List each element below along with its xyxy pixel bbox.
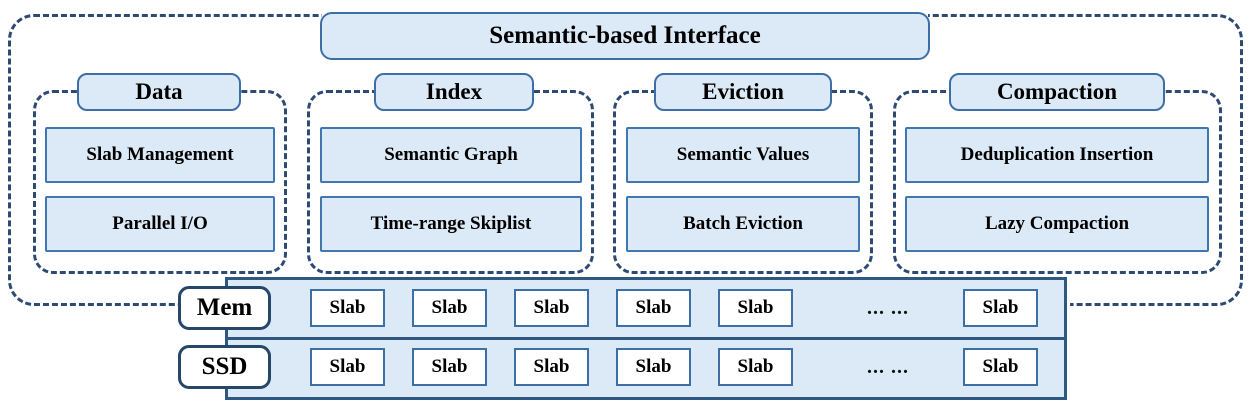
storage-tier-label-ssd[interactable]: SSD <box>178 345 271 389</box>
slab-mem-6[interactable]: Slab <box>963 289 1038 327</box>
slab-label: Slab <box>431 297 468 318</box>
slab-ssd-5[interactable]: Slab <box>718 348 793 386</box>
storage-band-divider <box>225 337 1067 340</box>
slab-mem-3[interactable]: Slab <box>514 289 589 327</box>
feature-lazy-compaction[interactable]: Lazy Compaction <box>905 196 1209 252</box>
module-title-data[interactable]: Data <box>77 73 241 111</box>
feature-label: Deduplication Insertion <box>960 144 1154 165</box>
slab-mem-1[interactable]: Slab <box>310 289 385 327</box>
slab-label: Slab <box>329 297 366 318</box>
slab-mem-4[interactable]: Slab <box>616 289 691 327</box>
feature-deduplication-insertion[interactable]: Deduplication Insertion <box>905 127 1209 183</box>
feature-batch-eviction[interactable]: Batch Eviction <box>626 196 860 252</box>
slab-mem-5[interactable]: Slab <box>718 289 793 327</box>
slab-label: Slab <box>737 356 774 377</box>
feature-label: Lazy Compaction <box>984 213 1130 234</box>
feature-slab-management[interactable]: Slab Management <box>45 127 275 183</box>
module-title-label-index: Index <box>425 79 483 104</box>
slab-mem-2[interactable]: Slab <box>412 289 487 327</box>
feature-parallel-io[interactable]: Parallel I/O <box>45 196 275 252</box>
slab-ssd-2[interactable]: Slab <box>412 348 487 386</box>
slab-label: Slab <box>737 297 774 318</box>
ellipsis-label: ... ... <box>867 355 909 378</box>
slab-label: Slab <box>533 356 570 377</box>
ellipsis-label: ... ... <box>867 296 909 319</box>
feature-semantic-graph[interactable]: Semantic Graph <box>320 127 582 183</box>
slab-label: Slab <box>982 356 1019 377</box>
slab-ssd-1[interactable]: Slab <box>310 348 385 386</box>
feature-label: Time-range Skiplist <box>370 213 532 234</box>
slab-ellipsis-ssd: ... ... <box>840 348 936 386</box>
module-title-label-compaction: Compaction <box>996 79 1118 104</box>
slab-label: Slab <box>431 356 468 377</box>
slab-label: Slab <box>982 297 1019 318</box>
slab-label: Slab <box>635 297 672 318</box>
slab-ssd-4[interactable]: Slab <box>616 348 691 386</box>
interface-title-pill[interactable]: Semantic-based Interface <box>320 12 930 60</box>
module-title-eviction[interactable]: Eviction <box>654 73 832 111</box>
feature-label: Semantic Values <box>676 144 810 165</box>
module-title-index[interactable]: Index <box>374 73 534 111</box>
slab-ellipsis-mem: ... ... <box>840 289 936 327</box>
slab-label: Slab <box>329 356 366 377</box>
slab-ssd-6[interactable]: Slab <box>963 348 1038 386</box>
storage-tier-label: Mem <box>196 294 253 321</box>
module-title-label-eviction: Eviction <box>702 79 784 104</box>
feature-semantic-values[interactable]: Semantic Values <box>626 127 860 183</box>
interface-title-label: Semantic-based Interface <box>489 22 761 49</box>
storage-tier-label: SSD <box>201 353 248 380</box>
module-title-label-data: Data <box>135 79 183 104</box>
feature-label: Parallel I/O <box>112 213 208 234</box>
storage-tier-label-mem[interactable]: Mem <box>178 286 271 330</box>
module-title-compaction[interactable]: Compaction <box>949 73 1165 111</box>
slab-ssd-3[interactable]: Slab <box>514 348 589 386</box>
feature-label: Semantic Graph <box>384 144 518 165</box>
slab-label: Slab <box>635 356 672 377</box>
feature-time-range-skiplist[interactable]: Time-range Skiplist <box>320 196 582 252</box>
feature-label: Slab Management <box>86 144 234 165</box>
slab-label: Slab <box>533 297 570 318</box>
feature-label: Batch Eviction <box>683 213 803 234</box>
